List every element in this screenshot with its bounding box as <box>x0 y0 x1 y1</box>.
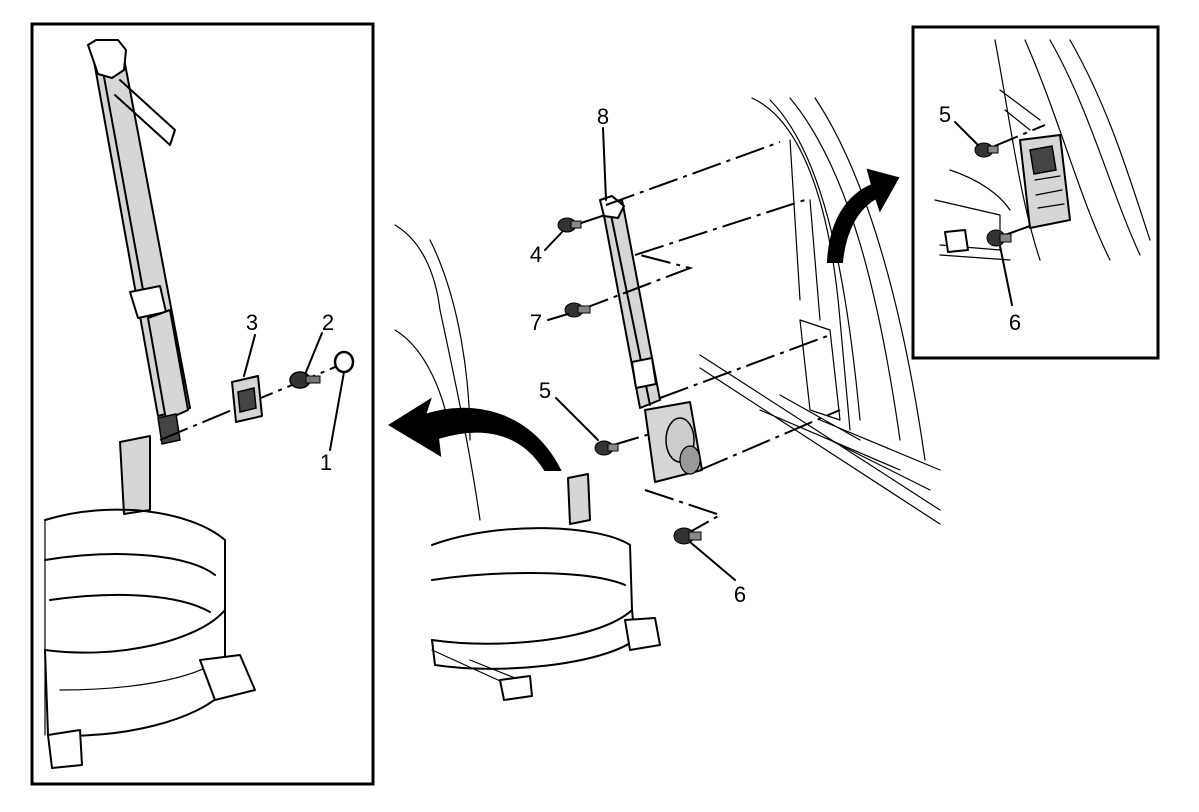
spacer-ring <box>333 350 355 374</box>
callout-6: 6 <box>734 582 746 607</box>
seat-belt-assembly <box>599 195 703 483</box>
seat-cushion-left <box>44 508 256 769</box>
callout-2: 2 <box>322 310 334 335</box>
main-view: 8 4 7 5 6 <box>388 97 941 701</box>
arrow-left-icon <box>388 397 562 471</box>
callout-4: 4 <box>530 242 542 267</box>
inset-bolt-5 <box>974 142 999 158</box>
axis-line-6b <box>699 409 841 471</box>
bolt-5 <box>594 440 619 456</box>
callout-8: 8 <box>597 104 609 129</box>
inset-axis-5 <box>989 124 1046 149</box>
b-pillar <box>699 97 941 525</box>
callout-7: 7 <box>530 310 542 335</box>
inset-callout-5: 5 <box>939 102 951 127</box>
seat-buckle <box>119 435 151 515</box>
bolt-7 <box>564 302 591 318</box>
axis-line-7b <box>579 254 694 311</box>
left-detail-panel: 3 2 1 <box>30 22 375 786</box>
axis-line-6 <box>644 489 723 533</box>
arrow-right-icon <box>826 168 900 263</box>
seat-belt-webbing <box>87 39 191 445</box>
bolt-4 <box>557 217 582 233</box>
inset-pillar <box>934 39 1151 261</box>
anchor-bolt <box>289 371 321 389</box>
inset-callout-6: 6 <box>1009 310 1021 335</box>
inset-bolt-6 <box>986 229 1012 247</box>
anchor-cover <box>231 375 263 423</box>
axis-line-7a <box>634 199 806 256</box>
callout-1: 1 <box>320 450 332 475</box>
callout-5: 5 <box>539 378 551 403</box>
bolt-6 <box>673 527 702 545</box>
seat-cushion-main <box>431 473 661 701</box>
axis-line-5b <box>659 334 831 399</box>
seat-back-main <box>394 224 481 521</box>
callout-3: 3 <box>246 310 258 335</box>
axis-line-8 <box>605 141 781 206</box>
right-inset-panel: 5 6 <box>911 25 1160 360</box>
